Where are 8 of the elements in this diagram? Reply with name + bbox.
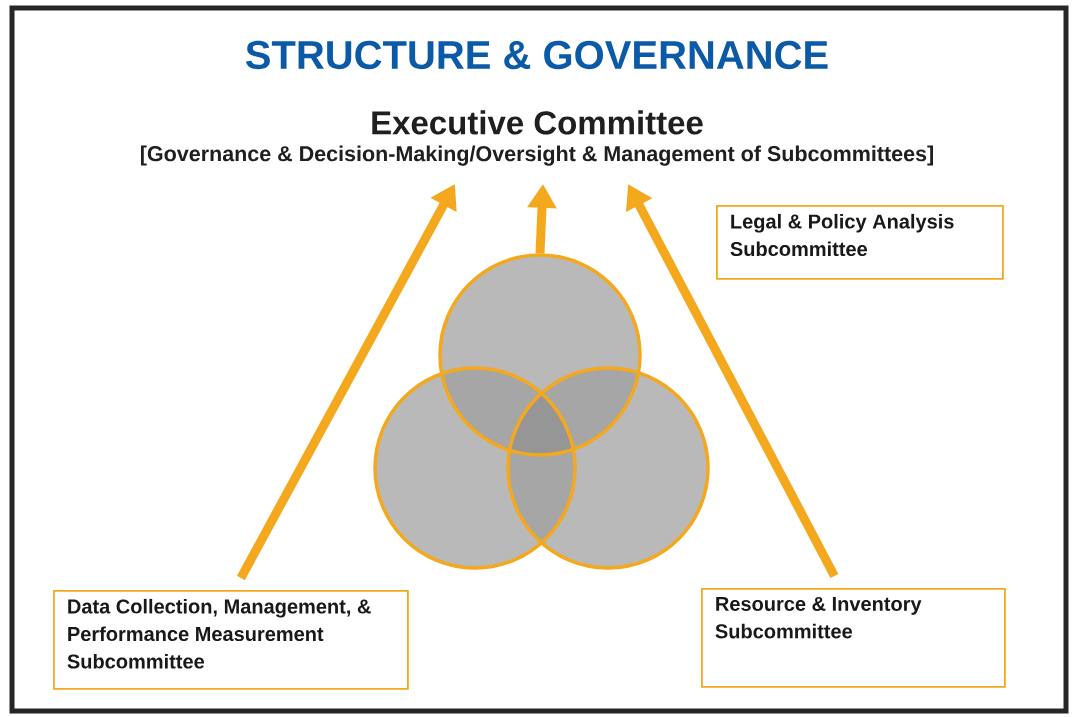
circle xyxy=(438,253,642,457)
subcommittee-box: Legal & Policy Analysis Subcommittee xyxy=(716,205,1004,280)
subcommittee-box: Data Collection, Management, & Performance Measurement Subcommittee xyxy=(53,590,409,690)
subcommittee-box: Resource & Inventory Subcommittee xyxy=(701,588,1006,688)
heading-text: Executive Committee [Governance & Decision-Making/Oversight & Management of Subcommittees] xyxy=(141,110,933,166)
circle xyxy=(506,366,710,570)
title: STRUCTURE & GOVERNANCE xyxy=(245,40,828,70)
circle xyxy=(373,366,577,570)
